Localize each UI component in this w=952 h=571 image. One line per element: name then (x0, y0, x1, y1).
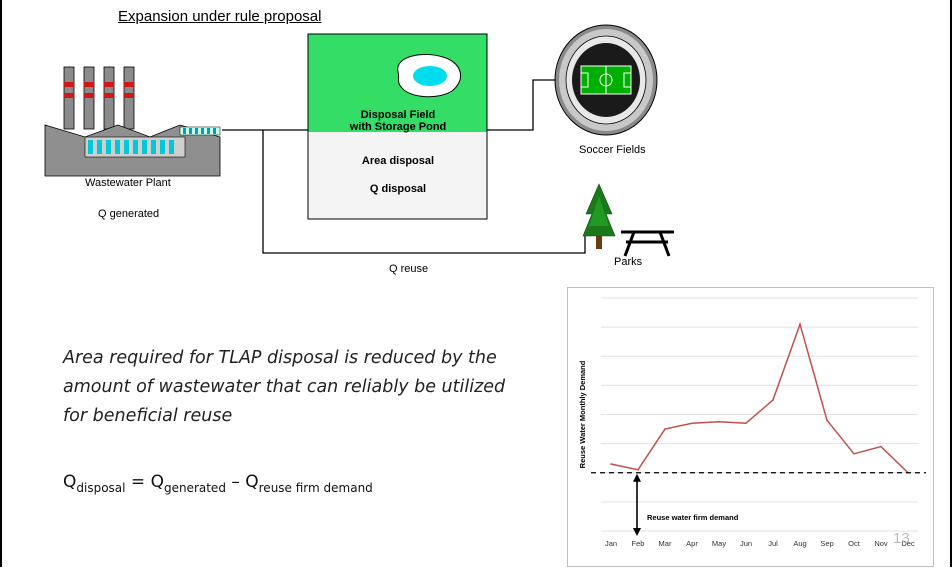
q-disposal-label: Q disposal (369, 183, 427, 195)
wastewater-plant-icon (44, 66, 221, 177)
disposal-formula: Qdisposal = Qgenerated – Qreuse firm dem… (63, 472, 373, 495)
chart-firm-demand-arrowhead-top (633, 473, 641, 482)
formula-q3: Q (245, 472, 259, 492)
chart-x-tick-label: Apr (686, 539, 698, 548)
chart-x-tick-label: Mar (659, 539, 672, 548)
q-generated-label: Q generated (98, 208, 160, 220)
chart-data-point (772, 399, 774, 401)
area-disposal-label: Area disposal (361, 155, 435, 167)
disposal-field-box (307, 33, 488, 220)
chart-firm-demand-label: Reuse water firm demand (647, 513, 739, 522)
chart-data-point (610, 463, 612, 465)
chart-data-point (718, 420, 720, 423)
formula-sub-disposal: disposal (76, 481, 126, 495)
chart-data-point (745, 422, 747, 425)
chart-data-point (799, 323, 801, 326)
chart-series-line (610, 321, 909, 474)
park-tree-icon (582, 183, 616, 249)
page-number: 13 (893, 530, 910, 547)
right-frame-border (950, 0, 952, 567)
formula-equals: = (125, 472, 151, 492)
chart-data-point (880, 445, 882, 448)
chart-x-tick-label: Oct (848, 539, 861, 548)
pipe-lines (222, 79, 586, 254)
chart-x-tick-label: Sep (820, 539, 833, 548)
chart-data-point (691, 422, 693, 425)
formula-sub-generated: generated (163, 481, 226, 495)
formula-minus: – (225, 472, 246, 492)
wastewater-plant-label: Wastewater Plant (85, 177, 171, 189)
chart-x-tick-label: May (712, 539, 726, 548)
chart-x-tick-label: Jan (605, 539, 617, 548)
chart-x-tick-label: Nov (874, 539, 888, 548)
formula-q2: Q (150, 472, 164, 492)
chart-firm-demand-arrowhead-bottom (633, 528, 641, 536)
formula-sub-reuse: reuse firm demand (258, 481, 373, 495)
disposal-field-label: Disposal Field with Storage Pond (338, 109, 458, 133)
chart-data-point (664, 428, 666, 430)
chart-data-point (826, 419, 828, 422)
reuse-statement: Area required for TLAP disposal is reduc… (63, 348, 506, 426)
disposal-field-label-line1: Disposal Field (360, 109, 436, 121)
storage-pond-icon (397, 54, 461, 98)
chart-x-tick-label: Feb (632, 539, 645, 548)
soccer-stadium-icon (554, 24, 658, 136)
soccer-fields-label: Soccer Fields (579, 144, 646, 156)
chart-x-tick-label: Aug (793, 539, 806, 548)
chart-data-point (853, 453, 855, 455)
disposal-field-label-line2: with Storage Pond (349, 121, 447, 133)
chart-y-axis-label: Reuse Water Monthly Demand (578, 360, 587, 468)
chart-data-point (637, 469, 639, 471)
parks-label: Parks (614, 256, 643, 268)
slide-title: Expansion under rule proposal (118, 8, 322, 25)
chart-x-tick-label: Jul (768, 539, 778, 548)
picnic-table-icon (621, 230, 674, 257)
chart-x-tick-label: Jun (740, 539, 752, 548)
left-frame-border (0, 0, 2, 567)
chart-x-tick-label: Dec (901, 539, 915, 548)
formula-q1: Q (63, 472, 77, 492)
q-reuse-label: Q reuse (389, 263, 429, 275)
